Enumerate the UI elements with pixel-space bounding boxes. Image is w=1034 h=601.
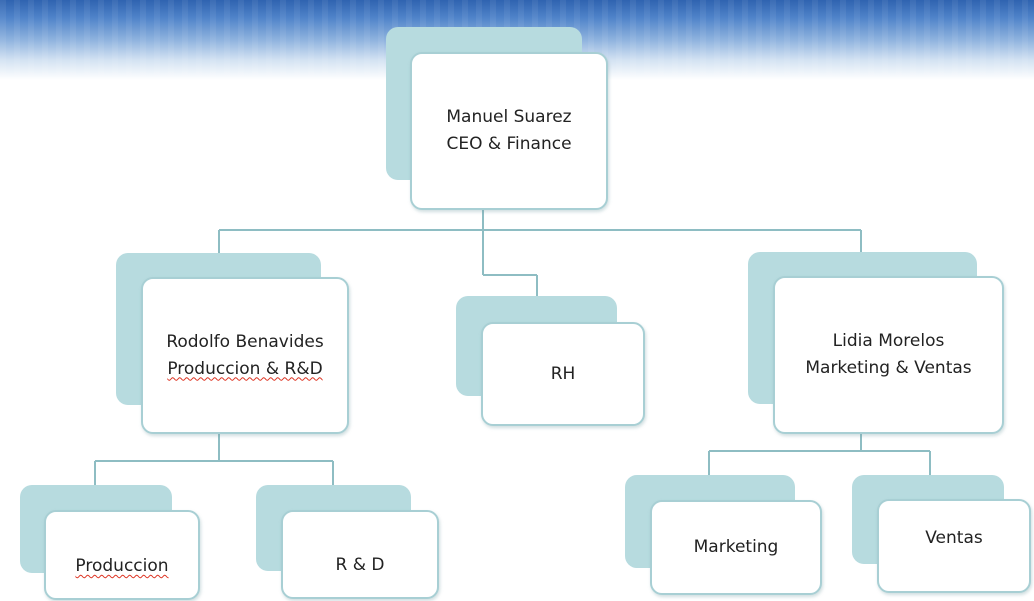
node-ventas-card: Ventas bbox=[877, 499, 1031, 593]
rodolfo-role: Produccion & R&D bbox=[167, 356, 322, 383]
rh-label: RH bbox=[550, 363, 576, 384]
node-ceo: Manuel Suarez CEO & Finance bbox=[386, 27, 608, 212]
lidia-role: Marketing & Ventas bbox=[805, 355, 971, 382]
produccion-label: Produccion bbox=[75, 556, 169, 576]
lidia-role-text: Marketing & Ventas bbox=[805, 358, 972, 378]
node-rodolfo: Rodolfo Benavides Produccion & R&D bbox=[116, 253, 349, 435]
node-marketing: Marketing bbox=[625, 475, 822, 595]
rd-label: R & D bbox=[335, 555, 385, 575]
node-lidia-card: Lidia Morelos Marketing & Ventas bbox=[773, 276, 1004, 434]
node-lidia: Lidia Morelos Marketing & Ventas bbox=[748, 252, 1004, 435]
node-rd: R & D bbox=[256, 485, 439, 599]
rodolfo-role-text: Produccion & R&D bbox=[167, 358, 323, 379]
node-rh-card: RH bbox=[481, 322, 645, 426]
ceo-role: CEO & Finance bbox=[446, 134, 572, 154]
node-marketing-card: Marketing bbox=[650, 500, 822, 595]
node-rd-card: R & D bbox=[281, 510, 439, 599]
lidia-name: Lidia Morelos bbox=[832, 331, 945, 351]
node-ceo-card: Manuel Suarez CEO & Finance bbox=[410, 52, 608, 210]
marketing-label: Marketing bbox=[693, 537, 779, 557]
node-rh: RH bbox=[456, 296, 645, 426]
ventas-label: Ventas bbox=[925, 528, 983, 548]
node-ventas: Ventas bbox=[852, 475, 1031, 593]
rodolfo-name: Rodolfo Benavides bbox=[166, 331, 324, 352]
node-produccion-card: Produccion bbox=[44, 510, 200, 600]
node-produccion: Produccion bbox=[20, 485, 200, 600]
ceo-name: Manuel Suarez bbox=[446, 107, 572, 127]
node-rodolfo-card: Rodolfo Benavides Produccion & R&D bbox=[141, 277, 349, 434]
